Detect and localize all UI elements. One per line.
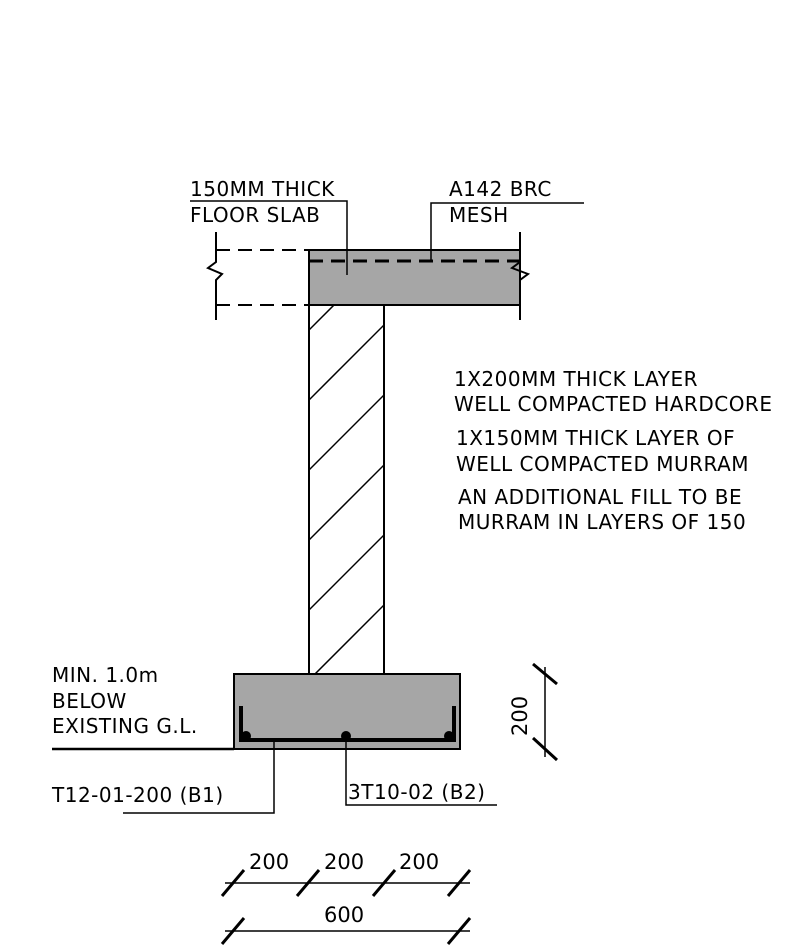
dim-footing-depth: 200	[508, 696, 532, 736]
dim-seg-tick-1	[220, 869, 246, 897]
slab-label-line1: 150MM THICK	[190, 177, 335, 201]
dim-seg-2: 200	[324, 850, 364, 874]
rebar-b1-label: T12-01-200 (B1)	[51, 783, 224, 807]
dim-vertical-tick-top	[532, 662, 558, 686]
mesh-label-line1: A142 BRC	[449, 177, 552, 201]
fill-label-line1: AN ADDITIONAL FILL TO BE	[458, 485, 742, 509]
rebar-b2-leader	[345, 738, 497, 806]
mesh-leader	[430, 202, 584, 261]
rebar-b2-label: 3T10-02 (B2)	[348, 780, 485, 804]
rebar-dot-mid	[341, 731, 351, 741]
rebar-dot-right	[444, 731, 454, 741]
murram-label-line1: 1X150MM THICK LAYER OF	[456, 426, 735, 450]
rebar-b1-leader	[123, 742, 275, 814]
dim-seg-3: 200	[399, 850, 439, 874]
depth-label-line2: BELOW	[52, 689, 127, 713]
hardcore-label-line2: WELL COMPACTED HARDCORE	[454, 392, 772, 416]
depth-label-line1: MIN. 1.0m	[52, 663, 159, 687]
break-line-right	[509, 232, 531, 320]
wall-hatch	[309, 305, 384, 674]
rebar-dot-left	[241, 731, 251, 741]
dim-seg-tick-2	[295, 869, 321, 897]
dim-total-tick-left	[220, 917, 246, 945]
dim-total-tick-right	[446, 917, 472, 945]
dim-seg-1: 200	[249, 850, 289, 874]
dim-seg-tick-3	[371, 869, 397, 897]
dim-seg-tick-4	[446, 869, 472, 897]
break-line-left	[206, 232, 224, 320]
mesh-label-line2: MESH	[449, 203, 509, 227]
slab-leader	[190, 200, 348, 275]
floor-slab	[308, 249, 521, 306]
dim-total-width: 600	[324, 903, 364, 927]
murram-label-line2: WELL COMPACTED MURRAM	[456, 452, 749, 476]
hardcore-label-line1: 1X200MM THICK LAYER	[454, 367, 698, 391]
slab-label-line2: FLOOR SLAB	[190, 203, 320, 227]
wall	[308, 304, 385, 675]
fill-label-line2: MURRAM IN LAYERS OF 150	[458, 510, 746, 534]
depth-label-line3: EXISTING G.L.	[52, 714, 198, 738]
dim-vertical-tick-bottom	[531, 736, 559, 762]
